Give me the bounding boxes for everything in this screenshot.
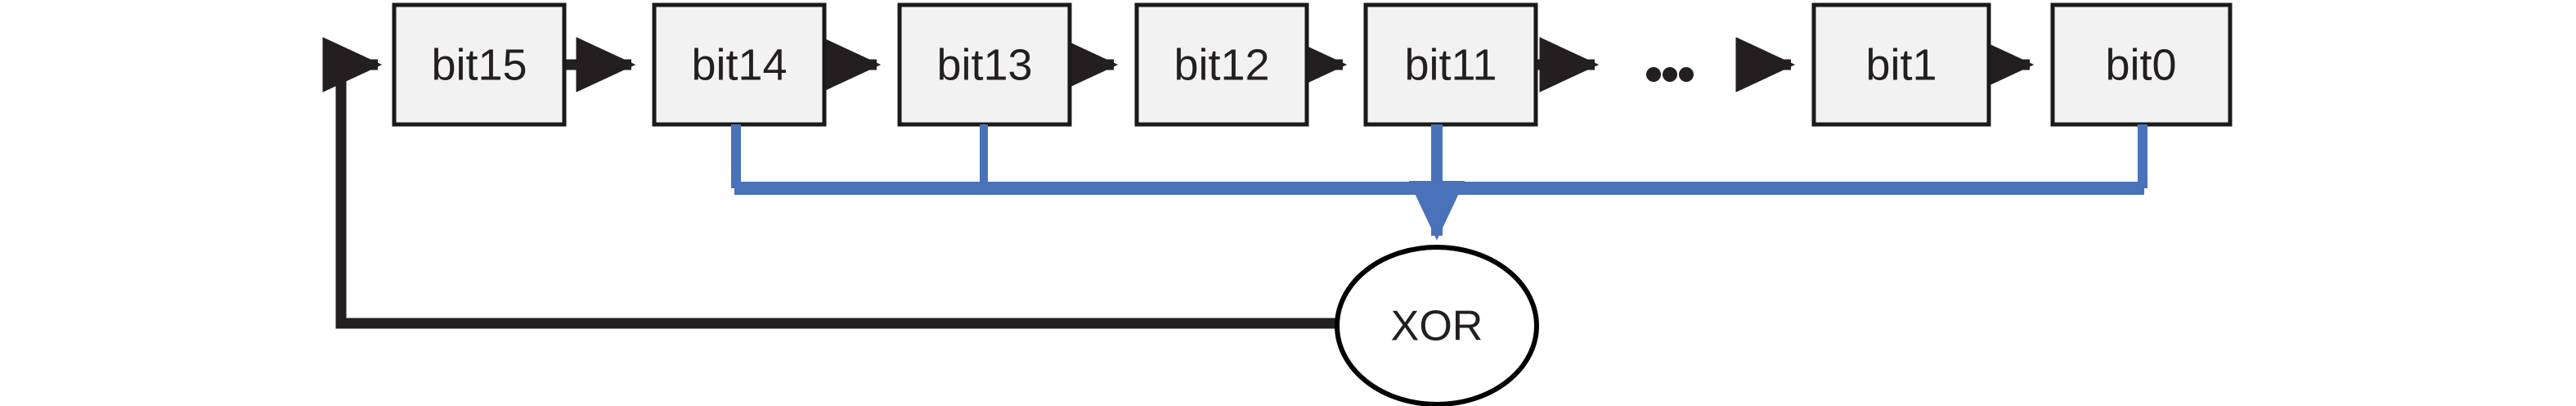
xor-label: XOR: [1391, 303, 1483, 350]
ellipsis-icon: [1646, 67, 1694, 82]
register-box-bit13[interactable]: bit13: [897, 2, 1072, 127]
register-box-bit15[interactable]: bit15: [392, 2, 567, 127]
register-label: bit1: [1865, 40, 1936, 89]
register-rect: [1134, 2, 1309, 127]
register-rect: [1363, 2, 1538, 127]
register-rect: [897, 2, 1072, 127]
register-box-bit14[interactable]: bit14: [652, 2, 827, 127]
register-rect: [652, 2, 827, 127]
register-box-bit12[interactable]: bit12: [1134, 2, 1309, 127]
ellipsis-dot-3: [1679, 67, 1694, 82]
register-rect: [392, 2, 567, 127]
register-label: bit14: [691, 40, 787, 89]
register-label: bit12: [1174, 40, 1269, 89]
register-boxes-group: bit15 bit14 bit13 bit12 bit11 bit1: [392, 2, 2233, 127]
register-box-bit0[interactable]: bit0: [2050, 2, 2233, 127]
register-label: bit13: [936, 40, 1032, 89]
register-label: bit15: [431, 40, 527, 89]
feedback-line: [322, 37, 1338, 329]
register-label: bit0: [2105, 40, 2176, 89]
register-rect: [1811, 2, 1991, 127]
ellipsis-dot-1: [1646, 67, 1661, 82]
ellipsis-dot-2: [1663, 67, 1677, 82]
register-box-bit1[interactable]: bit1: [1811, 2, 1991, 127]
feedback-path-group: [322, 37, 1338, 329]
register-box-bit11[interactable]: bit11: [1363, 2, 1538, 127]
register-label: bit11: [1404, 40, 1497, 89]
tap-lines-group: [731, 124, 2147, 241]
xor-gate[interactable]: XOR: [1335, 245, 1539, 406]
xor-ellipse: [1335, 245, 1539, 406]
